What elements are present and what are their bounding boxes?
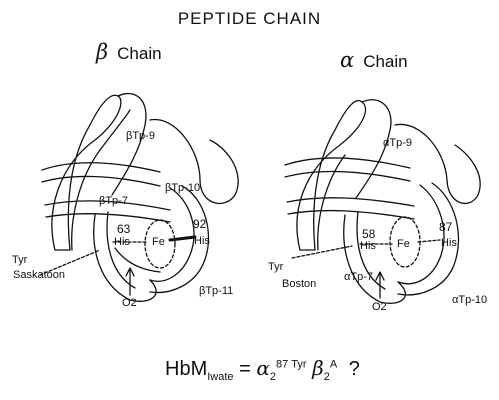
formula-prefix: HbM bbox=[165, 358, 207, 380]
formula-beta-sup: A bbox=[330, 358, 337, 370]
formula-alpha: α bbox=[256, 356, 270, 380]
alpha-his-left: His bbox=[360, 241, 376, 252]
formula-beta: β bbox=[312, 356, 324, 380]
formula-equals: = bbox=[239, 358, 251, 380]
beta-residue-92: 92 bbox=[193, 218, 206, 230]
beta-variant-saskatoon: Saskatoon bbox=[13, 270, 65, 281]
alpha-residue-58: 58 bbox=[362, 228, 375, 240]
beta-tp11-label: βTp-11 bbox=[199, 286, 233, 297]
alpha-residue-87: 87 bbox=[439, 221, 452, 233]
beta-fe: Fe bbox=[152, 237, 165, 248]
hb-formula: HbMIwate = α287 Tyr β2A ? bbox=[165, 358, 360, 383]
alpha-fe: Fe bbox=[397, 239, 410, 250]
beta-chain-ribbon bbox=[40, 94, 238, 302]
formula-question: ? bbox=[349, 358, 360, 380]
formula-alpha-sub: 2 bbox=[270, 371, 276, 383]
alpha-tyr: Tyr bbox=[268, 262, 283, 273]
beta-tp7-label: βTp-7 bbox=[99, 196, 128, 207]
alpha-chain-ribbon bbox=[285, 100, 480, 304]
beta-tyr: Tyr bbox=[12, 255, 27, 266]
beta-o2: O2 bbox=[122, 298, 137, 309]
alpha-tp10-label: αTp-10 bbox=[452, 295, 487, 306]
beta-tp9-label: βTp-9 bbox=[126, 131, 155, 142]
alpha-tp7-label: αTp-7 bbox=[344, 272, 373, 283]
beta-residue-63: 63 bbox=[117, 223, 130, 235]
formula-beta-sub: 2 bbox=[324, 371, 330, 383]
beta-his-right: His bbox=[194, 236, 210, 247]
beta-tp10-label: βTp-10 bbox=[165, 183, 200, 194]
alpha-o2: O2 bbox=[372, 302, 387, 313]
beta-his-left: His bbox=[114, 237, 130, 248]
alpha-variant-boston: Boston bbox=[282, 279, 316, 290]
alpha-tp9-label: αTp-9 bbox=[383, 138, 412, 149]
formula-sub-label: Iwate bbox=[207, 371, 233, 383]
alpha-his-right: His bbox=[441, 238, 457, 249]
formula-alpha-sup: 87 Tyr bbox=[276, 358, 307, 370]
